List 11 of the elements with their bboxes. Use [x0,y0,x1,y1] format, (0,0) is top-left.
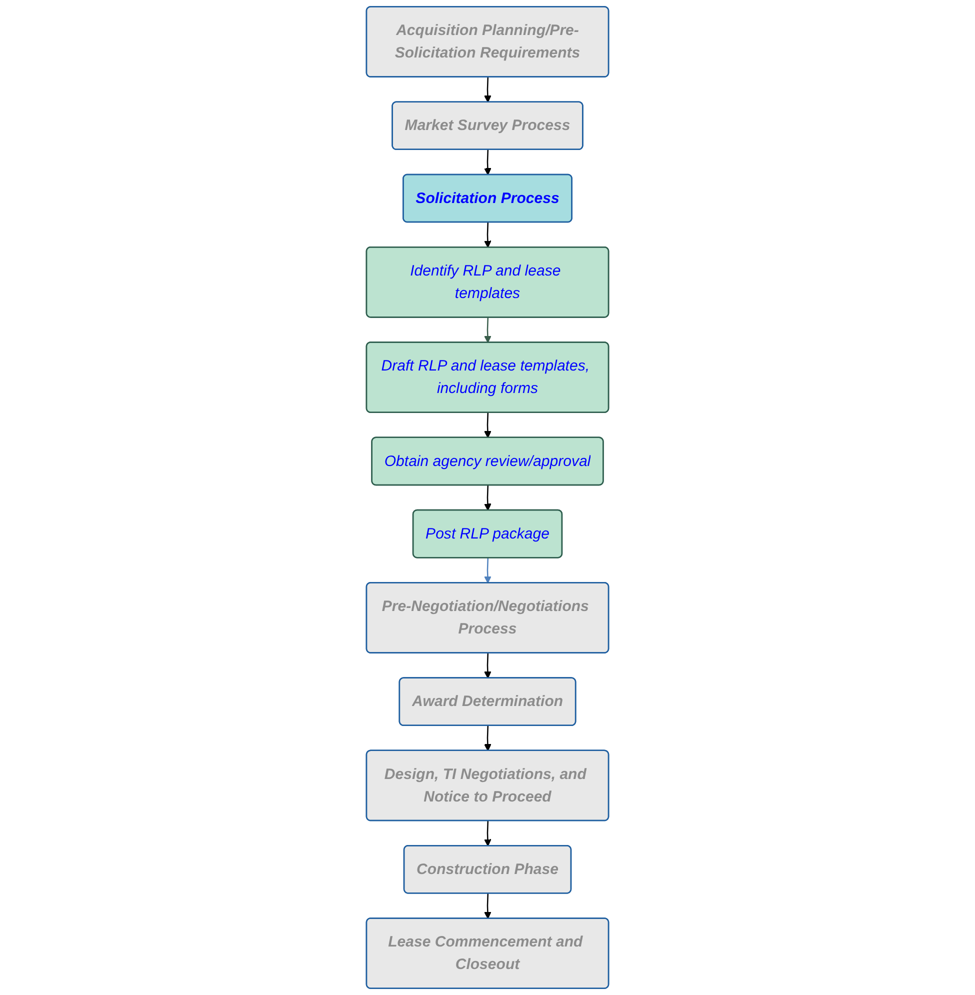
arrow [484,894,492,919]
arrow [484,558,492,584]
arrow [484,485,492,511]
arrow [484,412,492,438]
arrow [484,653,492,679]
arrow [484,820,492,846]
arrow [484,222,492,248]
arrow [484,318,492,343]
arrow [484,150,492,176]
arrow [484,77,492,103]
arrow [484,726,492,752]
